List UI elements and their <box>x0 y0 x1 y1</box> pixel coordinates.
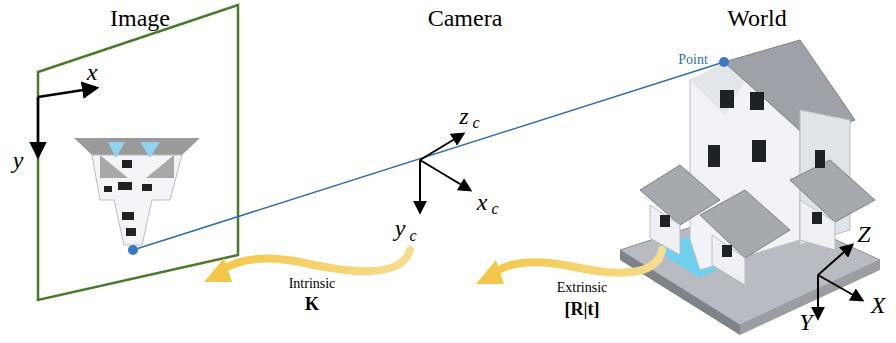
camera-x-axis <box>420 160 470 190</box>
world-x-axis <box>818 275 862 300</box>
matrix-symbol: [R|t] <box>565 300 600 318</box>
house-model <box>620 40 880 335</box>
matrix-symbol: K <box>305 295 319 313</box>
projection-ray <box>133 62 724 250</box>
panel-title: World <box>727 6 786 30</box>
world-z-axis <box>818 245 852 275</box>
image-x-axis <box>38 88 96 97</box>
axis-subscript: c <box>491 201 498 217</box>
axis-subscript: c <box>472 115 479 131</box>
axis-label: x <box>87 60 98 84</box>
image-point <box>128 245 138 255</box>
projected-house <box>74 138 200 245</box>
axis-label: x <box>477 190 488 214</box>
point-label: Point <box>678 53 708 67</box>
panel-title: Camera <box>428 6 503 30</box>
axis-label: y <box>395 216 406 240</box>
axis-subscript: c <box>409 228 416 244</box>
world-point <box>719 57 729 67</box>
axis-label: Z <box>857 222 870 246</box>
panel-title: Image <box>110 6 170 30</box>
axis-label: X <box>871 293 886 317</box>
transform-label: Intrinsic <box>289 277 336 291</box>
camera-y-axis <box>419 160 421 212</box>
axis-label: y <box>13 148 24 172</box>
image-y-axis <box>37 97 40 156</box>
axis-label: Y <box>799 310 812 334</box>
image-plane <box>38 5 238 300</box>
world-y-axis <box>817 275 819 318</box>
camera-z-axis <box>420 134 463 160</box>
transform-label: Extrinsic <box>557 281 608 295</box>
extrinsic-arrow <box>476 250 662 284</box>
axis-label: z <box>459 104 468 128</box>
